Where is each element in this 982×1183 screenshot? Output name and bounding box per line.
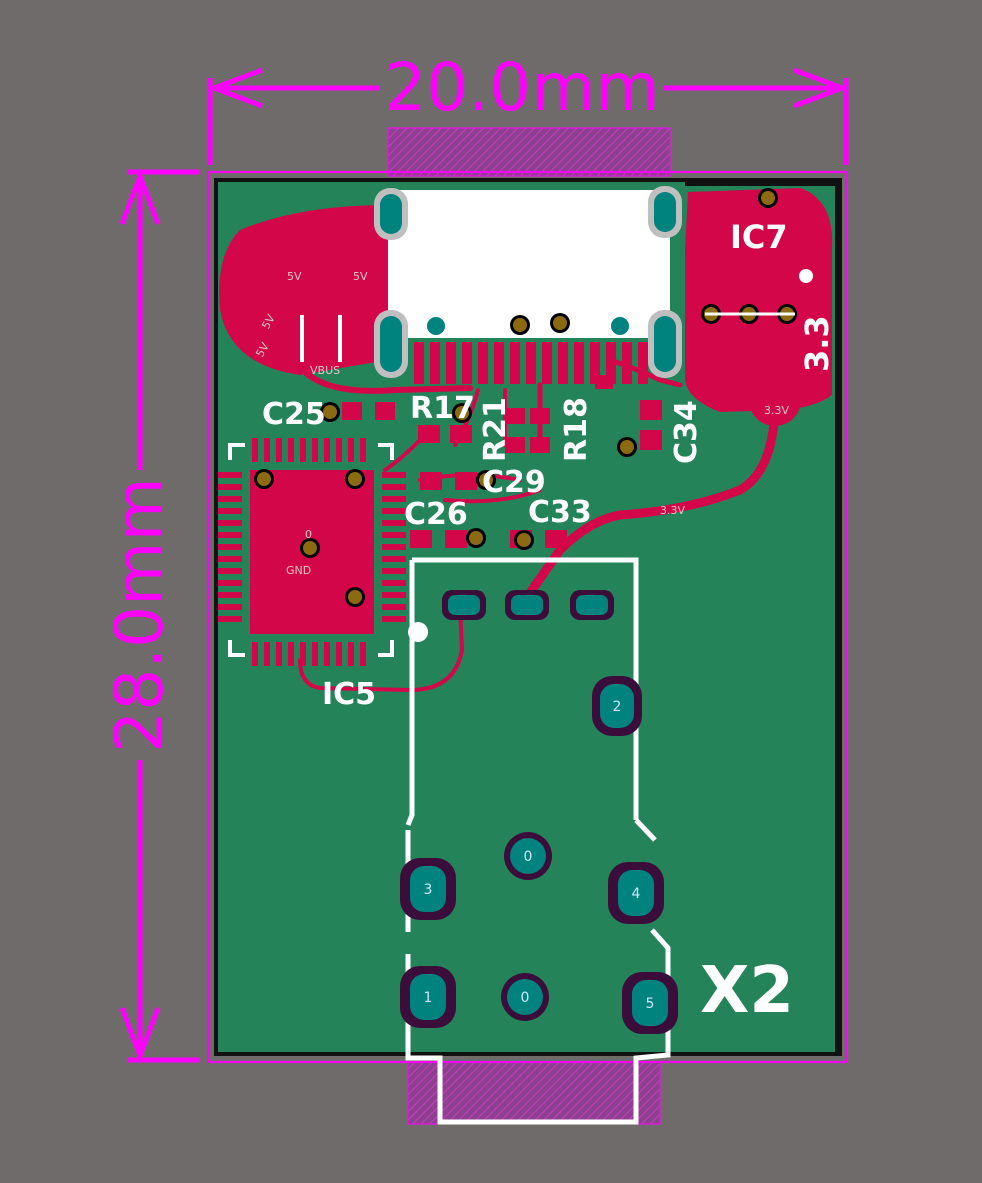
usb-keepout [387,127,671,177]
jack-keepout [407,1061,661,1125]
net-zero-ic5: 0 [305,528,312,541]
net-5v-d: 5V [253,340,272,359]
copper-5v-area [219,205,388,375]
net-vbus: VBUS [310,364,340,377]
x2-pads [400,590,678,1034]
net-33v-tab: 3.3V [764,404,789,417]
ic5-designator: IC5 [322,677,376,712]
ic7-pin1-dot [799,269,813,283]
r18-designator: R18 [559,397,594,462]
ic7-designator: IC7 [730,218,788,256]
pad-1-label: 1 [424,990,433,1006]
c25-silk-marks [300,315,342,362]
ic5-package [218,438,406,666]
pad-0a-label: 0 [524,849,533,865]
v33-designator: 3.3 [798,315,836,372]
c33-designator: C33 [528,495,592,530]
c26-designator: C26 [404,497,468,532]
x2-silk-outline [405,557,671,1125]
net-5v-a: 5V [287,270,302,283]
x2-designator: X2 [700,954,794,1028]
pad-3-label: 3 [424,882,433,898]
board-outline [207,171,847,1063]
r17-designator: R17 [410,391,475,426]
usb-contact-pads [414,342,648,384]
pad-4-label: 4 [632,886,641,902]
ldo-tab-pad [749,374,801,426]
c25-designator: C25 [262,397,326,432]
width-dimension-label: 20.0mm [384,49,660,126]
dimension-lines [119,67,850,1064]
net-gnd-ic5: GND [286,564,311,577]
r21-designator: R21 [478,397,513,462]
pad-5-label: 5 [646,996,655,1012]
usb-connector-body [388,190,670,338]
net-5v-c: 5V [259,312,278,331]
vias [254,188,797,607]
net-5v-b: 5V [353,270,368,283]
smd-passive-pads [342,255,795,548]
height-dimension-label: 28.0mm [101,477,178,753]
net-33v-trace: 3.3V [660,504,685,517]
ic5-pin1-dot [408,622,428,642]
pad-0b-label: 0 [521,990,530,1006]
c29-designator: C29 [482,465,546,500]
usb-mount-pads [374,186,682,378]
c34-designator: C34 [669,400,704,464]
pad-2-label: 2 [613,699,622,715]
